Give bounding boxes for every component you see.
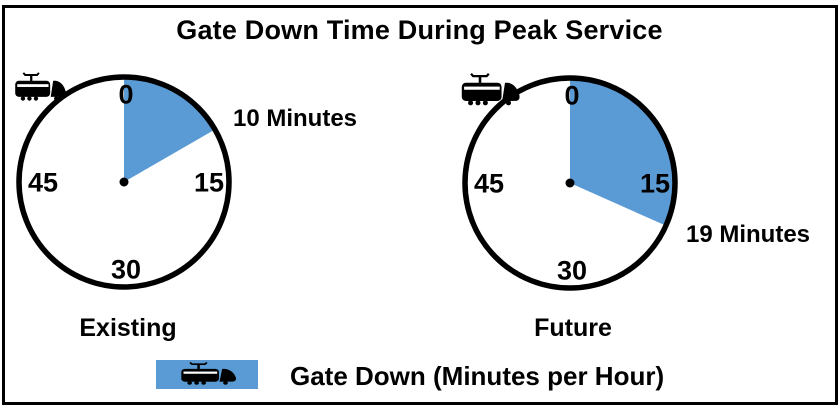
tick-label-30: 30 (556, 255, 588, 286)
tick-label-45: 45 (473, 168, 505, 199)
clock-face-outline (462, 75, 678, 291)
figure-border (2, 5, 838, 405)
clock-future: 0 15 30 45 (460, 73, 680, 293)
legend-label: Gate Down (Minutes per Hour) (290, 361, 665, 391)
clock-existing-svg (16, 74, 232, 290)
future-minutes-annotation: 19 Minutes (686, 221, 811, 248)
existing-caption: Existing (79, 314, 177, 342)
clock-face-outline (16, 74, 232, 290)
legend-swatch (156, 360, 258, 389)
tick-label-15: 15 (193, 167, 225, 198)
clock-center-dot (119, 177, 129, 187)
future-caption: Future (534, 314, 612, 342)
tick-label-15: 15 (639, 168, 671, 199)
existing-minutes-annotation: 10 Minutes (233, 105, 358, 132)
tick-label-45: 45 (27, 167, 59, 198)
tram-icon (180, 362, 236, 388)
gate-down-wedge-existing (124, 77, 215, 182)
clock-center-dot (565, 178, 575, 188)
tram-icon (14, 72, 66, 105)
clock-existing: 0 15 30 45 (14, 72, 234, 292)
figure-title: Gate Down Time During Peak Service (176, 15, 663, 45)
tram-icon (460, 73, 520, 110)
tick-label-30: 30 (110, 254, 142, 285)
tick-label-0: 0 (118, 79, 134, 110)
gate-down-wedge-future (570, 79, 674, 226)
tick-label-0: 0 (564, 80, 580, 111)
clock-future-svg (462, 75, 678, 291)
